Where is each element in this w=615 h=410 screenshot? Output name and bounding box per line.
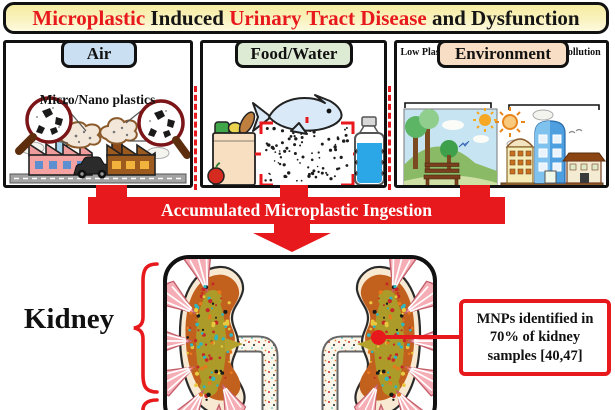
dashed-separator	[194, 86, 197, 190]
low-pollution-scene	[403, 108, 498, 185]
dashed-separator	[388, 86, 391, 190]
factory-icon	[106, 130, 156, 176]
flow-connector	[96, 185, 127, 198]
fish-icon	[252, 94, 343, 135]
building-icon	[505, 138, 535, 184]
high-pollution-scene	[495, 107, 606, 185]
ingestion-banner-text: Accumulated Microplastic Ingestion	[161, 200, 432, 220]
building-icon	[534, 120, 566, 184]
callout-anchor-dot	[371, 330, 386, 345]
kidney-left	[167, 259, 248, 410]
food-water-illustration	[207, 94, 384, 185]
sun-icon	[495, 107, 525, 137]
title-segment: and Dysfunction	[431, 5, 580, 30]
high-pollution-bracket	[508, 104, 600, 110]
title-segment: Microplastic	[32, 5, 151, 30]
title-segment: Urinary Tract Disease	[229, 5, 432, 30]
ureter-illustration	[227, 335, 373, 410]
hilum-right	[357, 338, 375, 352]
mnp-callout-text: MNPs identified in 70% of kidney samples…	[476, 311, 594, 364]
flow-connector	[460, 185, 490, 198]
smoke-icon	[99, 117, 138, 145]
down-arrow-head	[253, 233, 331, 252]
sample-bracket	[255, 117, 359, 185]
water-bottle-icon	[354, 116, 384, 185]
air-caption: Micro/Nano plastics	[39, 92, 156, 107]
mnp-callout-box: MNPs identified in 70% of kidney samples…	[459, 299, 611, 376]
building-icon	[562, 152, 606, 184]
low-pollution-bracket	[404, 102, 492, 108]
cloud-icon	[532, 109, 554, 121]
figure-title: Microplastic Induced Urinary Tract Disea…	[3, 2, 609, 34]
environment-illustration	[403, 102, 606, 185]
panel-environment	[394, 40, 609, 188]
bladder-brace-start	[141, 398, 159, 410]
magnifier-icon	[15, 96, 87, 155]
tree-icon	[405, 109, 458, 171]
microplastic-dots	[264, 126, 349, 182]
bird-icon	[568, 128, 583, 134]
title-segment: Induced	[150, 5, 230, 30]
cloud-icon	[442, 120, 464, 130]
flow-connector	[280, 185, 308, 198]
air-panel-header: Air	[61, 40, 137, 68]
bench-icon	[423, 162, 461, 185]
magnifier-icon	[125, 99, 190, 159]
environment-panel-header: Environment	[437, 40, 569, 68]
apple-icon	[207, 167, 225, 185]
bird-icon	[458, 140, 470, 148]
kidney-brace	[133, 262, 159, 394]
air-illustration	[9, 96, 190, 184]
callout-connector-line	[379, 335, 461, 339]
ingestion-banner: Accumulated Microplastic Ingestion	[88, 197, 505, 224]
sun-icon	[473, 108, 497, 132]
cloud-icon	[473, 135, 489, 143]
grocery-bag-icon	[207, 111, 256, 185]
kidneys-illustration	[167, 259, 433, 410]
hilum-left	[225, 338, 243, 352]
panel-food-water	[200, 40, 387, 188]
kidney-label: Kidney	[23, 303, 115, 335]
food-water-panel-header: Food/Water	[235, 40, 353, 68]
down-arrow	[274, 223, 310, 234]
